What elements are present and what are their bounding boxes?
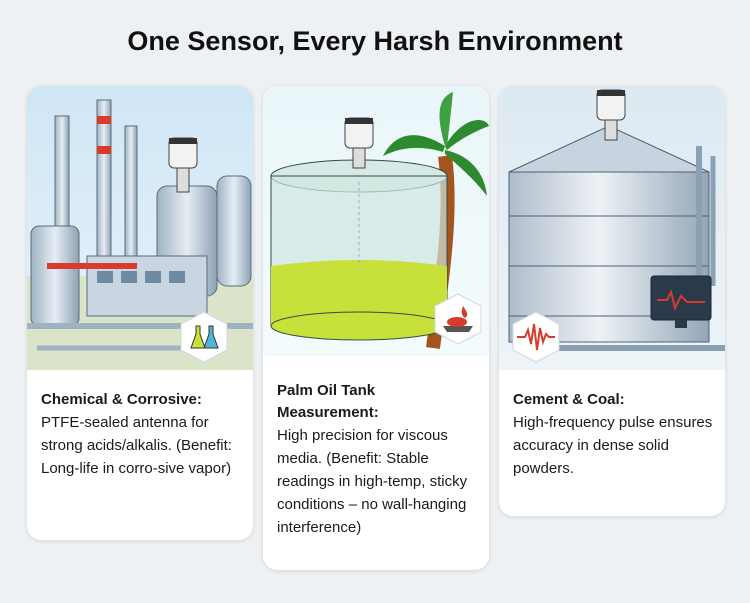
card-chemical: Chemical & Corrosive: PTFE-sealed antenn… [27,86,253,540]
pulse-wave-icon [509,310,563,369]
card-body: High precision for viscous media. (Benef… [277,427,468,536]
page-title: One Sensor, Every Harsh Environment [127,26,623,56]
card-heading: Palm Oil Tank Measurement: [277,382,379,421]
flask-icon [177,310,231,369]
card-heading: Cement & Coal: [513,391,625,408]
card-body: PTFE-sealed antenna for strong acids/alk… [41,414,232,477]
cement-silo-illustration [499,86,725,370]
card-cement-text: Cement & Coal: High-frequency pulse ensu… [513,389,713,480]
card-cement-coal: Cement & Coal: High-frequency pulse ensu… [499,86,725,516]
card-body: High-frequency pulse ensures accuracy in… [513,414,713,477]
card-palm-oil: Palm Oil Tank Measurement: High precisio… [263,86,489,570]
card-chemical-text: Chemical & Corrosive: PTFE-sealed antenn… [41,389,241,480]
card-heading: Chemical & Corrosive: [41,391,202,408]
card-palm-oil-text: Palm Oil Tank Measurement: High precisio… [277,380,477,539]
oil-drop-icon [431,292,485,351]
